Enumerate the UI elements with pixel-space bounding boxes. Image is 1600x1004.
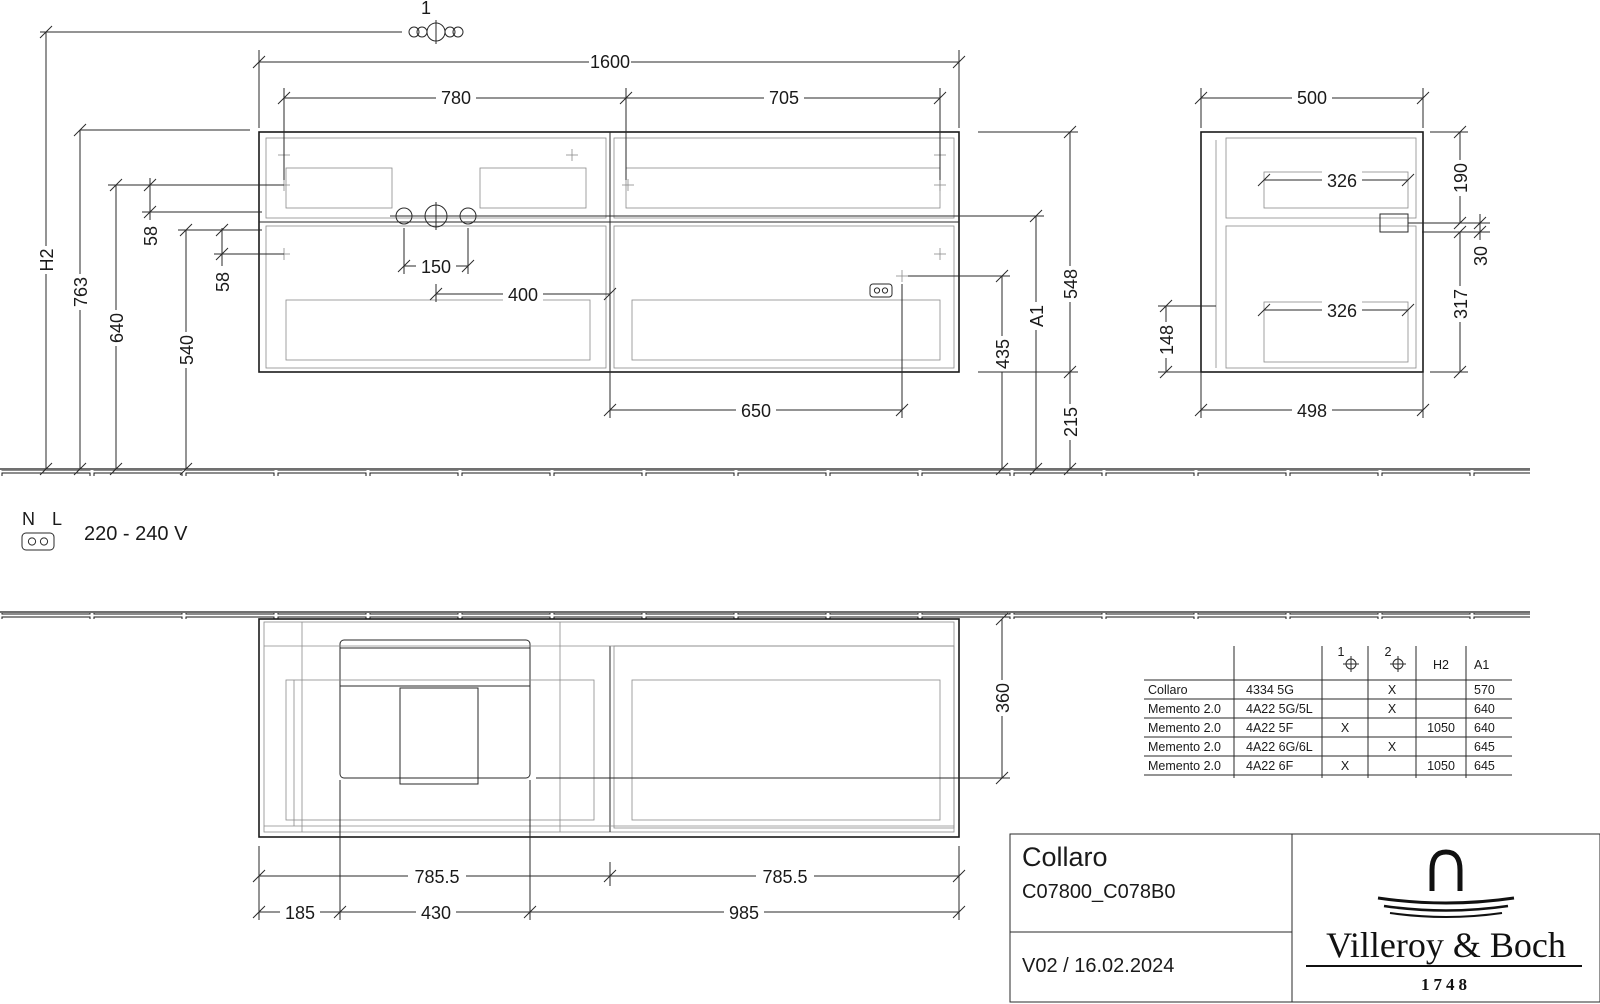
plan-view-cabinet: [258, 618, 960, 838]
front-view-cabinet: [258, 131, 960, 373]
table-cell: X: [1388, 740, 1397, 754]
table-cell: 4A22 5F: [1246, 721, 1294, 735]
table-cell: Memento 2.0: [1148, 721, 1221, 735]
dim-socket-offset: 650: [741, 401, 771, 421]
callout-1: 1: [40, 0, 464, 44]
callout-1-label: 1: [421, 0, 431, 18]
dim-tap-spacing: 150: [421, 257, 451, 277]
dim-depth-top: 500: [1297, 88, 1327, 108]
dim-763: 763: [71, 277, 91, 307]
dim-right-width: 705: [769, 88, 799, 108]
table-cell: 640: [1474, 702, 1495, 716]
floor-line-front: [0, 468, 1530, 476]
dim-58-lower: 58: [213, 272, 233, 292]
dim-640: 640: [107, 313, 127, 343]
table-header-cell: 1: [1338, 645, 1345, 659]
dim-58-upper: 58: [141, 226, 161, 246]
side-dimensions: 500 326 326 498 190 30: [1156, 87, 1491, 421]
dim-190: 190: [1451, 163, 1471, 193]
dim-seg-185: 185: [285, 903, 315, 923]
logo-year: 1748: [1421, 975, 1471, 994]
dim-215: 215: [1061, 407, 1081, 437]
dim-a1: A1: [1027, 305, 1047, 327]
table-cell: 4A22 5G/5L: [1246, 702, 1313, 716]
supply-legend: N L 220 - 240 V: [21, 509, 188, 551]
table-header-cell: H2: [1433, 658, 1449, 672]
dim-tap-offset: 400: [508, 285, 538, 305]
table-cell: Memento 2.0: [1148, 702, 1221, 716]
dim-half-right: 785.5: [762, 867, 807, 887]
plan-dimensions: 360 785.5 785.5 185 430 985: [252, 612, 1013, 923]
table-cell: 4A22 6G/6L: [1246, 740, 1313, 754]
logo-brand-name: Villeroy & Boch: [1326, 925, 1566, 965]
table-header-cell: A1: [1474, 658, 1489, 672]
table-cell: 4A22 6F: [1246, 759, 1294, 773]
dim-148: 148: [1157, 325, 1177, 355]
dim-548: 548: [1061, 269, 1081, 299]
dim-seg-430: 430: [421, 903, 451, 923]
table-header-cell: 2: [1385, 645, 1392, 659]
table-cell: X: [1341, 721, 1350, 735]
dim-plan-depth: 360: [993, 683, 1013, 713]
dim-317: 317: [1451, 289, 1471, 319]
front-dimensions: 1600 780 705 H2 763 640: [36, 25, 1081, 476]
valve-2-icon: [1390, 656, 1406, 672]
supply-n-label: N: [22, 509, 35, 529]
villeroy-boch-logo: Villeroy & Boch 1748: [1306, 849, 1582, 994]
table-cell: X: [1341, 759, 1350, 773]
dim-seg-985: 985: [729, 903, 759, 923]
dim-overall-width: 1600: [590, 52, 630, 72]
table-cell: 645: [1474, 740, 1495, 754]
title-version: V02 / 16.02.2024: [1022, 955, 1174, 977]
table-cell: 1050: [1427, 721, 1455, 735]
wall-line-plan: [0, 611, 1530, 619]
dim-left-width: 780: [441, 88, 471, 108]
supply-voltage: 220 - 240 V: [84, 523, 188, 545]
supply-l-label: L: [52, 509, 62, 529]
table-cell: X: [1388, 683, 1397, 697]
valve-1-icon: [1343, 656, 1359, 672]
socket-icon: [869, 283, 893, 298]
table-cell: 1050: [1427, 759, 1455, 773]
dim-half-left: 785.5: [414, 867, 459, 887]
title-product: Collaro: [1022, 842, 1108, 872]
side-view-cabinet: [1200, 131, 1424, 373]
dim-435: 435: [993, 339, 1013, 369]
dim-h2: H2: [37, 248, 57, 271]
table-cell: 570: [1474, 683, 1495, 697]
table-cell: Memento 2.0: [1148, 759, 1221, 773]
table-cell: 640: [1474, 721, 1495, 735]
title-block: Collaro C07800_C078B0 V02 / 16.02.2024 V…: [1009, 833, 1600, 1003]
dim-30: 30: [1471, 246, 1491, 266]
socket-icon: [21, 532, 55, 551]
table-cell: 4334 5G: [1246, 683, 1294, 697]
table-cell: Memento 2.0: [1148, 740, 1221, 754]
dim-drawer-top: 326: [1327, 171, 1357, 191]
dim-drawer-bottom: 326: [1327, 301, 1357, 321]
title-code: C07800_C078B0: [1022, 881, 1175, 903]
dim-depth-bottom: 498: [1297, 401, 1327, 421]
dim-540: 540: [177, 335, 197, 365]
table-cell: X: [1388, 702, 1397, 716]
table-cell: Collaro: [1148, 683, 1188, 697]
table-cell: 645: [1474, 759, 1495, 773]
